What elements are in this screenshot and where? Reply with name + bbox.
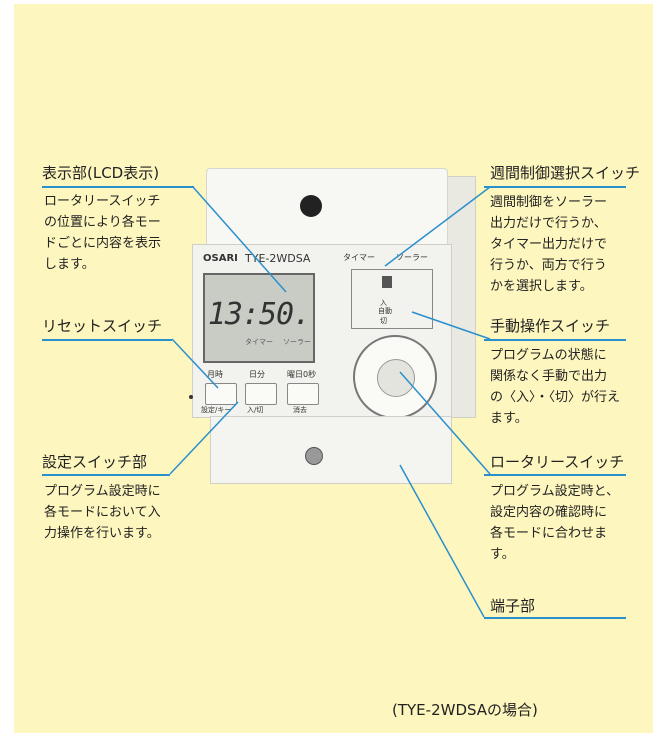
terminal-title-underline <box>484 617 626 619</box>
rotary-knob[interactable] <box>377 359 415 397</box>
manual-switch-title: 手動操作スイッチ <box>490 317 611 335</box>
switch-on-label: 入 <box>380 299 387 307</box>
leader-weekly <box>384 186 491 267</box>
lcd-time: 13:50. <box>207 297 311 332</box>
manual-title-underline <box>484 339 626 341</box>
button-2-top-label: 日分 <box>249 370 265 379</box>
reset-switch-title: リセットスイッチ <box>42 317 163 335</box>
device-model: TYE-2WDSA <box>245 252 311 265</box>
button-3-top-label: 曜日0秒 <box>287 370 317 379</box>
manual-switch-desc: プログラムの状態に 関係なく手動で出力 の〈入〉・〈切〉が行え ます。 <box>490 348 621 426</box>
mounting-hole <box>300 195 322 217</box>
terminal-screw <box>305 447 323 465</box>
device-brand: OSARI <box>203 253 238 264</box>
switch-off-label: 切 <box>380 317 387 325</box>
lcd-display-desc: ロータリースイッチ の位置により各モー ドごとに内容を表示 します。 <box>44 194 162 272</box>
rotary-switch-desc: プログラム設定時と、 設定内容の確認時に 各モードに合わせま す。 <box>490 484 620 562</box>
timer-device: OSARI TYE-2WDSA タイマー ソーラー 13:50. タイマー ソー… <box>188 168 480 498</box>
settings-title-underline <box>42 474 170 476</box>
device-timer-label: タイマー <box>343 253 375 262</box>
button-2-bottom-label: 入/切 <box>247 406 264 414</box>
terminal-title: 端子部 <box>490 597 536 615</box>
lcd-display: 13:50. タイマー ソーラー <box>203 273 315 363</box>
leader-reset <box>171 338 219 389</box>
lcd-display-title: 表示部(LCD表示) <box>42 164 160 182</box>
model-caption: (TYE-2WDSAの場合) <box>392 701 538 719</box>
weekly-select-switch[interactable]: 入 自動 切 <box>351 269 433 329</box>
terminal-block <box>210 416 452 484</box>
leader-manual <box>411 311 491 340</box>
setting-button-2[interactable] <box>245 383 277 405</box>
button-3-bottom-label: 消去 <box>293 406 307 414</box>
button-1-bottom-label: 設定/キー <box>201 406 232 414</box>
leader-terminal <box>399 464 485 618</box>
device-front-panel: OSARI TYE-2WDSA タイマー ソーラー 13:50. タイマー ソー… <box>189 244 452 419</box>
leader-settings <box>169 401 239 475</box>
setting-button-1[interactable] <box>205 383 237 405</box>
reset-switch[interactable] <box>189 395 193 399</box>
leader-rotary <box>399 371 491 475</box>
settings-switch-desc: プログラム設定時に 各モードにおいて入 力操作を行います。 <box>44 484 161 541</box>
lcd-title-underline <box>42 186 194 188</box>
weekly-switch-title: 週間制御選択スイッチ <box>490 164 641 182</box>
setting-button-3[interactable] <box>287 383 319 405</box>
rotary-switch-title: ロータリースイッチ <box>490 453 625 471</box>
settings-switch-title: 設定スイッチ部 <box>42 453 148 471</box>
switch-lever[interactable] <box>382 276 392 288</box>
rotary-switch-dial[interactable] <box>353 335 437 419</box>
device-solar-label: ソーラー <box>396 253 428 262</box>
leader-lcd <box>192 186 287 293</box>
rotary-title-underline <box>484 474 626 476</box>
weekly-title-underline <box>484 186 626 188</box>
lcd-timer-label: タイマー <box>245 338 273 346</box>
button-1-top-label: 月時 <box>207 370 223 379</box>
reset-title-underline <box>42 339 172 341</box>
weekly-switch-desc: 週間制御をソーラー 出力だけで行うか、 タイマー出力だけで 行うか、両方で行う … <box>490 195 608 294</box>
lcd-solar-label: ソーラー <box>283 338 311 346</box>
switch-auto-label: 自動 <box>378 307 392 315</box>
